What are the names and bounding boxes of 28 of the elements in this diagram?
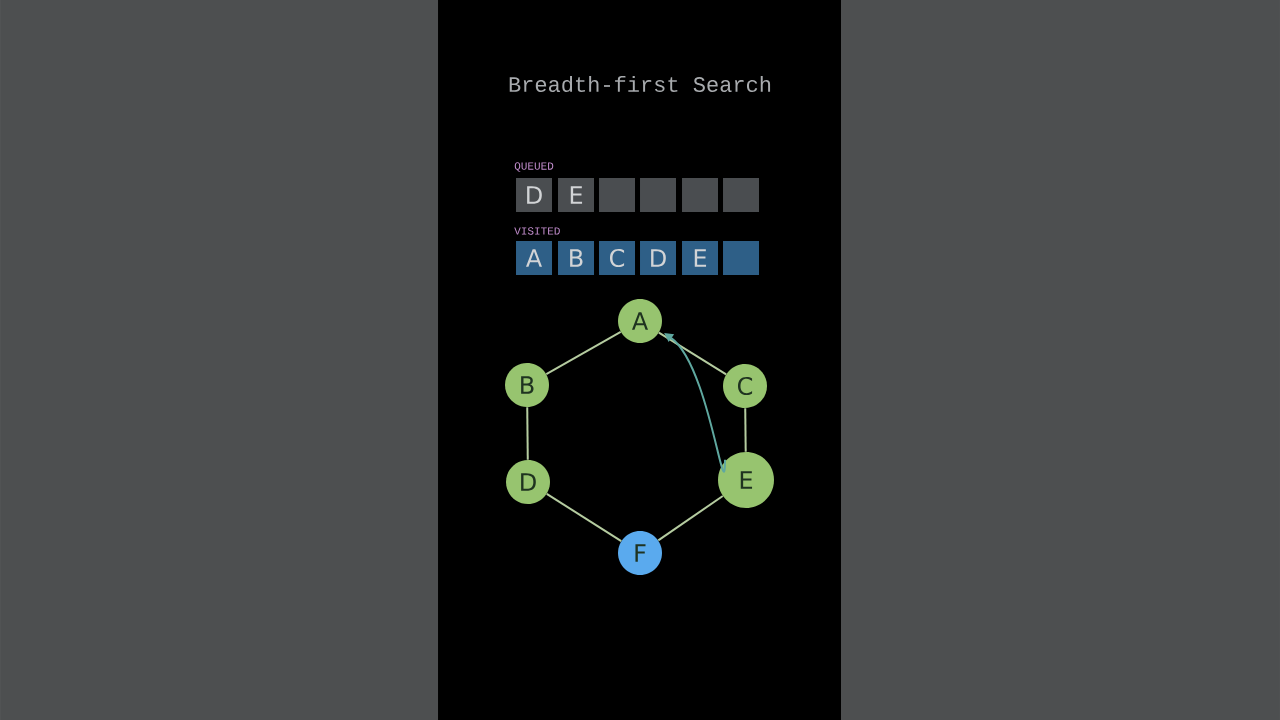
graph-node: B (505, 363, 549, 407)
graph-node: C (723, 364, 767, 408)
visited-cell (723, 241, 759, 275)
visited-cell: C (599, 241, 635, 275)
graph-node: D (506, 460, 550, 504)
arrow (664, 333, 726, 473)
queue-cell (640, 178, 676, 212)
graph-node: A (618, 299, 662, 343)
visited-cell: A (516, 241, 552, 275)
row-label: QUEUED (514, 162, 554, 172)
visited-cell: B (558, 241, 594, 275)
graph-node: E (718, 452, 774, 508)
queue-cell (723, 178, 759, 212)
visited-cell: D (640, 241, 676, 275)
graph-node: F (618, 531, 662, 575)
edge-line (657, 495, 724, 542)
edge-line (657, 331, 728, 376)
edge-line (744, 407, 747, 453)
visited-cell: E (682, 241, 718, 275)
edge-line (545, 492, 623, 543)
edge-line (526, 406, 529, 461)
queue-cell: D (516, 178, 552, 212)
edge-line (545, 330, 622, 376)
queue-cell: E (558, 178, 594, 212)
queue-cell (599, 178, 635, 212)
title: Breadth-first Search (509, 75, 771, 93)
row-label: VISITED (514, 227, 560, 235)
queue-cell (682, 178, 718, 212)
